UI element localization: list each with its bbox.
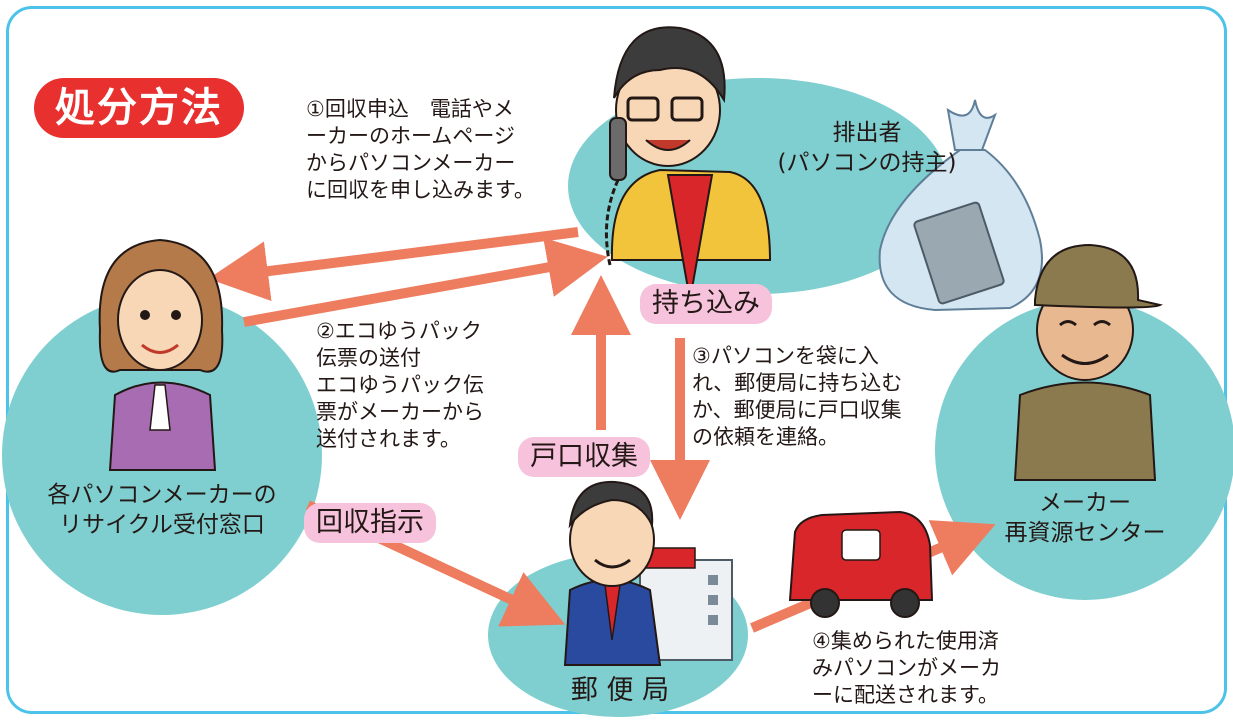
step3-text: ③パソコンを袋に入 れ、郵便局に持ち込む か、郵便局に戸口収集 の依頼を連絡。 bbox=[692, 344, 903, 449]
trash-bag-icon bbox=[878, 99, 1043, 312]
arrow-maker-to-owner bbox=[243, 237, 608, 327]
post-office-building-icon bbox=[639, 547, 733, 661]
recycle-worker-person-icon bbox=[1013, 243, 1163, 481]
postal-clerk-person-icon bbox=[563, 480, 662, 666]
page-title: 処分方法 bbox=[34, 78, 244, 138]
owner-label: 排出者 (パソコンの持主) bbox=[777, 120, 957, 176]
bring-in-tag: 持ち込み bbox=[640, 284, 772, 324]
owner-person-icon bbox=[604, 26, 772, 301]
step2-text: ②エコゆうパック 伝票の送付 エコゆうパック伝 票がメーカーから 送付されます。 bbox=[316, 319, 484, 451]
step1-text: ①回収申込 電話やメ ーカーのホームページ からパソコンメーカー に回収を申し込… bbox=[306, 97, 535, 202]
recycle-center-label: メーカー 再資源センター bbox=[1004, 490, 1166, 546]
collection-order-tag: 回収指示 bbox=[304, 503, 436, 543]
door-pickup-tag: 戸口収集 bbox=[518, 437, 650, 477]
post-office-label: 郵 便 局 bbox=[570, 675, 670, 706]
maker-staff-person-icon bbox=[98, 238, 224, 471]
maker-desk-label: 各パソコンメーカーの リサイクル受付窓口 bbox=[47, 482, 277, 538]
step4-text: ④集められた使用済 みパソコンがメーカ ーに配送されます。 bbox=[812, 629, 1001, 707]
delivery-van-icon bbox=[788, 510, 934, 618]
arrow-owner-to-maker bbox=[208, 227, 579, 301]
